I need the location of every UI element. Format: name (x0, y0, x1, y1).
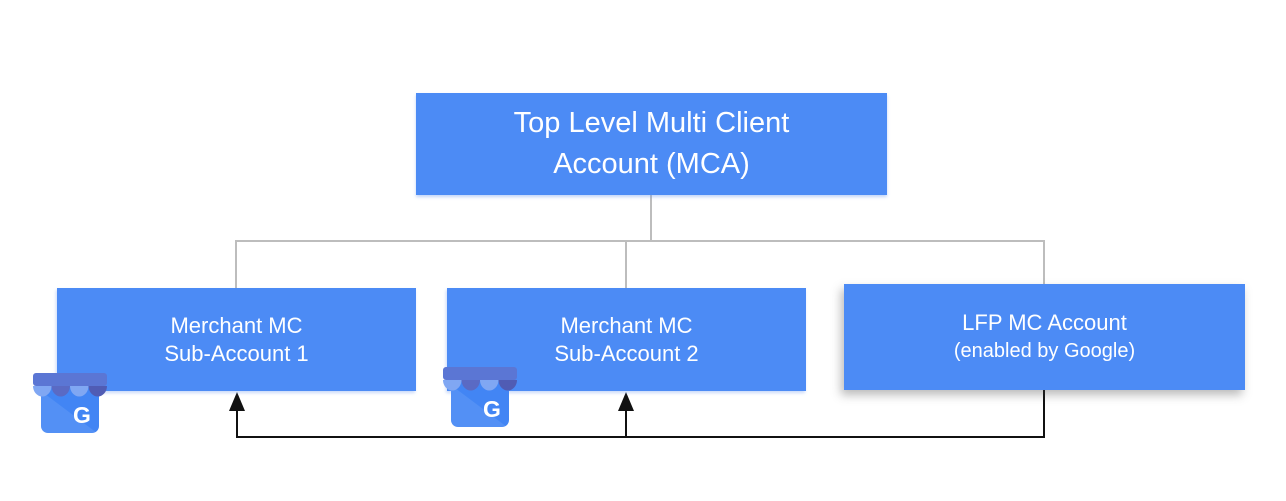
sub2-label-line1: Merchant MC (560, 312, 693, 338)
flow-connector-horizontal (236, 436, 1045, 438)
sub2-label-line2: Sub-Account 2 (554, 340, 699, 366)
flow-connector-vertical-sub2 (625, 408, 627, 437)
sub1-label-line1: Merchant MC (170, 312, 303, 338)
tree-connector-drop-lfp (1043, 240, 1045, 284)
tree-connector-horizontal (235, 240, 1045, 242)
tree-connector-drop-sub1 (235, 240, 237, 288)
google-business-profile-icon: G (33, 373, 107, 433)
tree-connector-drop-sub2 (625, 240, 627, 288)
sub1-label-line2: Sub-Account 1 (164, 340, 309, 366)
mca-node-label-line2: Account (MCA) (553, 148, 750, 180)
lfp-label-line1: LFP MC Account (962, 310, 1127, 335)
lfp-mc-account-node: LFP MC Account (enabled by Google) (844, 284, 1245, 390)
flow-connector-vertical-lfp (1043, 390, 1045, 437)
icon-letter-g: G (483, 396, 501, 422)
tree-connector-stem (650, 195, 652, 241)
arrow-up-into-sub2-icon (618, 392, 634, 411)
arrow-up-into-sub1-icon (229, 392, 245, 411)
mca-node-label-line1: Top Level Multi Client (513, 107, 790, 139)
google-business-profile-icon: G (443, 367, 517, 427)
icon-letter-g: G (73, 402, 91, 428)
merchant-sub-account-1-node: Merchant MC Sub-Account 1 (57, 288, 416, 391)
mca-node: Top Level Multi Client Account (MCA) (416, 93, 887, 195)
lfp-label-line2: (enabled by Google) (953, 340, 1136, 362)
flow-connector-vertical-sub1 (236, 408, 238, 437)
